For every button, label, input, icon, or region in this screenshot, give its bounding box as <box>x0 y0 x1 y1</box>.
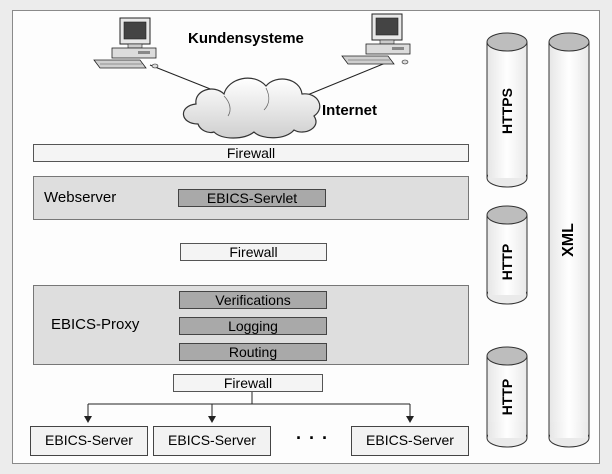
firewall-top: Firewall <box>33 144 469 162</box>
https-cylinder-icon <box>486 32 528 188</box>
ebics-proxy-zone: EBICS-Proxy Verifications Logging Routin… <box>33 285 469 365</box>
ebics-server-1: EBICS-Server <box>30 426 148 456</box>
https-label: HTTPS <box>499 88 515 134</box>
logging-module: Logging <box>179 317 327 335</box>
firewall-bottom: Firewall <box>173 374 323 392</box>
webserver-zone: Webserver EBICS-Servlet <box>33 176 469 220</box>
webserver-label: Webserver <box>44 189 117 206</box>
server-distribution-lines <box>84 392 414 423</box>
ebics-proxy-label: EBICS-Proxy <box>51 316 140 333</box>
xml-label: XML <box>560 223 577 257</box>
http-label-1: HTTP <box>499 243 515 281</box>
http-cylinder-2-icon <box>486 346 528 448</box>
http-label-2: HTTP <box>499 378 515 416</box>
internet-cloud-icon <box>182 77 321 139</box>
internet-label: Internet <box>322 102 378 119</box>
client-computer-left-icon <box>93 17 159 69</box>
firewall-middle: Firewall <box>180 243 327 261</box>
ebics-servlet-module: EBICS-Servlet <box>178 189 326 207</box>
xml-cylinder-icon <box>548 32 590 448</box>
ebics-server-2: EBICS-Server <box>153 426 271 456</box>
ebics-server-n: EBICS-Server <box>351 426 469 456</box>
routing-module: Routing <box>179 343 327 361</box>
verifications-module: Verifications <box>179 291 327 309</box>
client-computer-right-icon <box>341 13 411 65</box>
link-right-client <box>299 61 389 99</box>
http-cylinder-1-icon <box>486 205 528 305</box>
more-servers-ellipsis: · · · <box>296 428 329 448</box>
client-systems-label: Kundensysteme <box>188 30 304 47</box>
